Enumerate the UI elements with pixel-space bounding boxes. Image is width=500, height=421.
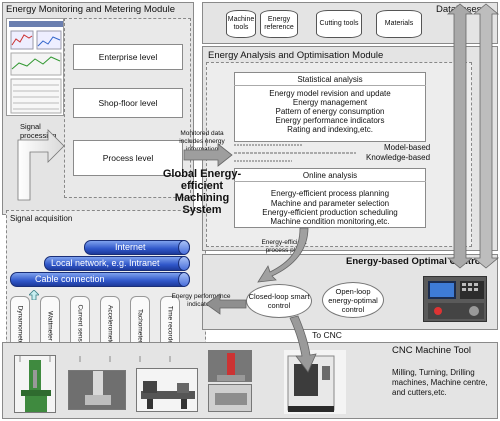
db-cutting-tools: Cutting tools bbox=[316, 10, 362, 38]
process-plan-label: Energy-efficient process plan bbox=[261, 239, 307, 254]
process-level-label: Process level bbox=[102, 153, 154, 163]
online-item-2: Machine and parameter selection bbox=[270, 199, 390, 208]
statistical-item-2: Energy management bbox=[292, 98, 368, 107]
online-item-4: Machine condition monitoring,etc. bbox=[270, 217, 390, 226]
cable-connection-pipe: Cable connection bbox=[10, 272, 190, 287]
control-module-title: Energy-based Optimal Control bbox=[346, 256, 484, 267]
cnc-module-title: CNC Machine Tool bbox=[392, 345, 472, 356]
db-energy-reference: Energy reference bbox=[260, 10, 298, 38]
internet-pipe: Internet bbox=[84, 240, 190, 255]
online-item-1: Energy-efficient process planning bbox=[270, 189, 390, 198]
statistical-item-5: Rating and indexing,etc. bbox=[287, 125, 373, 134]
drilling-machine-image bbox=[208, 350, 252, 382]
statistical-item-4: Energy performance indicators bbox=[275, 116, 385, 125]
monitoring-screenshot bbox=[6, 18, 64, 116]
db-energy-reference-label: Energy reference bbox=[264, 16, 294, 31]
open-loop-label: Open-loop energy-optimal control bbox=[328, 286, 378, 314]
statistical-item-1: Energy model revision and update bbox=[269, 89, 391, 98]
local-network-pipe: Local network, e.g. Intranet bbox=[44, 256, 190, 271]
monitoring-screenshot-graphic bbox=[9, 21, 63, 114]
cutting-tool-image bbox=[68, 370, 126, 410]
db-materials-label: Materials bbox=[384, 20, 414, 27]
internet-label: Internet bbox=[115, 242, 146, 252]
statistical-item-3: Pattern of energy consumption bbox=[275, 107, 385, 116]
local-network-label: Local network, e.g. Intranet bbox=[51, 258, 160, 268]
analysis-module-title: Energy Analysis and Optimisation Module bbox=[208, 50, 384, 61]
milling-machine-image bbox=[14, 355, 56, 413]
lathe-image bbox=[136, 368, 198, 412]
knowledge-based-label: Knowledge-based bbox=[366, 153, 431, 162]
global-system-label: Global Energy-efficient Machining System bbox=[162, 168, 242, 216]
online-analysis-box bbox=[234, 168, 426, 228]
cnc-control-panel-image bbox=[423, 276, 487, 322]
process-level-box: Process level bbox=[73, 140, 183, 176]
model-based-label: Model-based bbox=[384, 143, 431, 152]
monitored-data-label: Monitored data includes energy informati… bbox=[179, 130, 225, 153]
online-analysis-divider bbox=[234, 181, 426, 182]
closed-loop-control: Closed-loop smart control bbox=[246, 284, 312, 318]
statistical-analysis-title: Statistical analysis bbox=[297, 75, 363, 84]
online-analysis-title: Online analysis bbox=[302, 171, 358, 180]
shop-floor-level-box: Shop-floor level bbox=[73, 88, 183, 118]
to-cnc-label: To CNC bbox=[312, 330, 342, 340]
closed-loop-label: Closed-loop smart control bbox=[248, 292, 310, 310]
statistical-analysis-divider bbox=[234, 85, 426, 86]
monitoring-module-title: Energy Monitoring and Metering Module bbox=[6, 4, 175, 15]
db-machine-tools-label: Machine tools bbox=[227, 16, 255, 31]
perf-indicators-label: Energy performance indicators bbox=[171, 293, 231, 308]
open-loop-control: Open-loop energy-optimal control bbox=[322, 282, 384, 318]
cnc-description: Milling, Turning, Drilling machines, Mac… bbox=[392, 368, 488, 397]
cable-connection-label: Cable connection bbox=[35, 274, 105, 284]
db-cutting-tools-label: Cutting tools bbox=[319, 20, 359, 27]
db-materials: Materials bbox=[376, 10, 422, 38]
signal-acquisition-label: Signal acquisition bbox=[10, 214, 73, 223]
shop-floor-level-label: Shop-floor level bbox=[98, 98, 158, 108]
enterprise-level-box: Enterprise level bbox=[73, 44, 183, 70]
statistical-analysis-box bbox=[234, 72, 426, 142]
enterprise-level-label: Enterprise level bbox=[98, 52, 158, 62]
db-machine-tools: Machine tools bbox=[226, 10, 256, 38]
online-item-3: Energy-efficient production scheduling bbox=[262, 208, 398, 217]
signal-processing-label: Signal processing bbox=[20, 122, 57, 140]
energy-model-formulas bbox=[232, 140, 360, 166]
workpiece-image bbox=[208, 384, 252, 412]
